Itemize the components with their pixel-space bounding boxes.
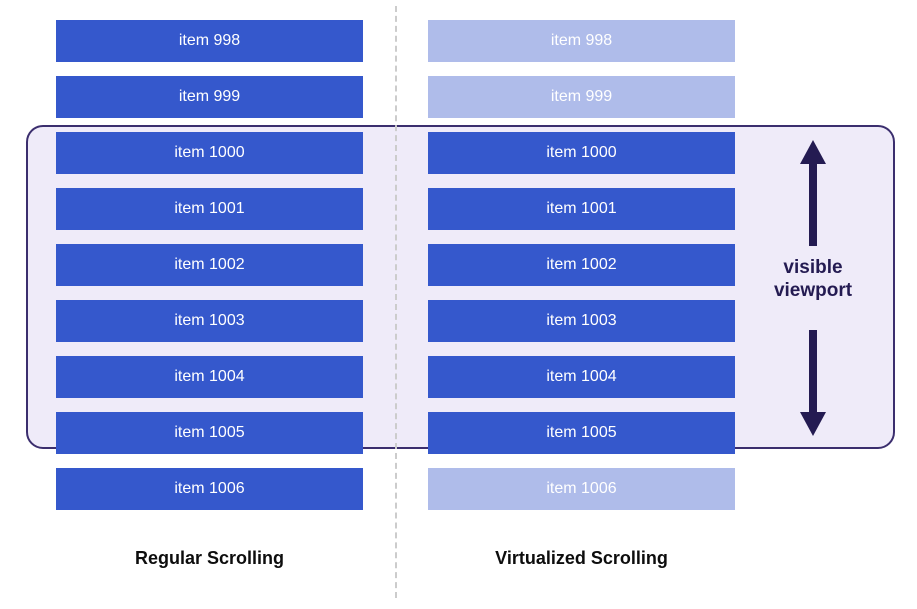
list-item[interactable]: item 1005 [428, 412, 735, 454]
list-item[interactable]: item 1005 [56, 412, 363, 454]
column-divider [395, 6, 397, 598]
list-item[interactable]: item 998 [56, 20, 363, 62]
list-item[interactable]: item 1001 [428, 188, 735, 230]
list-item[interactable]: item 1003 [428, 300, 735, 342]
list-item[interactable]: item 1004 [56, 356, 363, 398]
list-item[interactable]: item 998 [428, 20, 735, 62]
list-item[interactable]: item 1003 [56, 300, 363, 342]
list-item[interactable]: item 1000 [56, 132, 363, 174]
list-item[interactable]: item 1000 [428, 132, 735, 174]
list-item[interactable]: item 1006 [56, 468, 363, 510]
list-item[interactable]: item 1002 [428, 244, 735, 286]
regular-scrolling-label: Regular Scrolling [134, 548, 285, 568]
viewport-caption: visible viewport [752, 256, 874, 302]
list-item[interactable]: item 1004 [428, 356, 735, 398]
double-headed-vertical-arrow-icon [800, 140, 826, 436]
viewport-annotation: visible viewport [752, 138, 874, 438]
virtualized-scrolling-label: Virtualized Scrolling [495, 548, 668, 568]
list-item[interactable]: item 1002 [56, 244, 363, 286]
viewport-caption-line2: viewport [773, 280, 853, 301]
list-item[interactable]: item 1006 [428, 468, 735, 510]
list-item[interactable]: item 999 [428, 76, 735, 118]
list-item[interactable]: item 1001 [56, 188, 363, 230]
list-item[interactable]: item 999 [56, 76, 363, 118]
viewport-caption-line1: visible [783, 257, 843, 278]
